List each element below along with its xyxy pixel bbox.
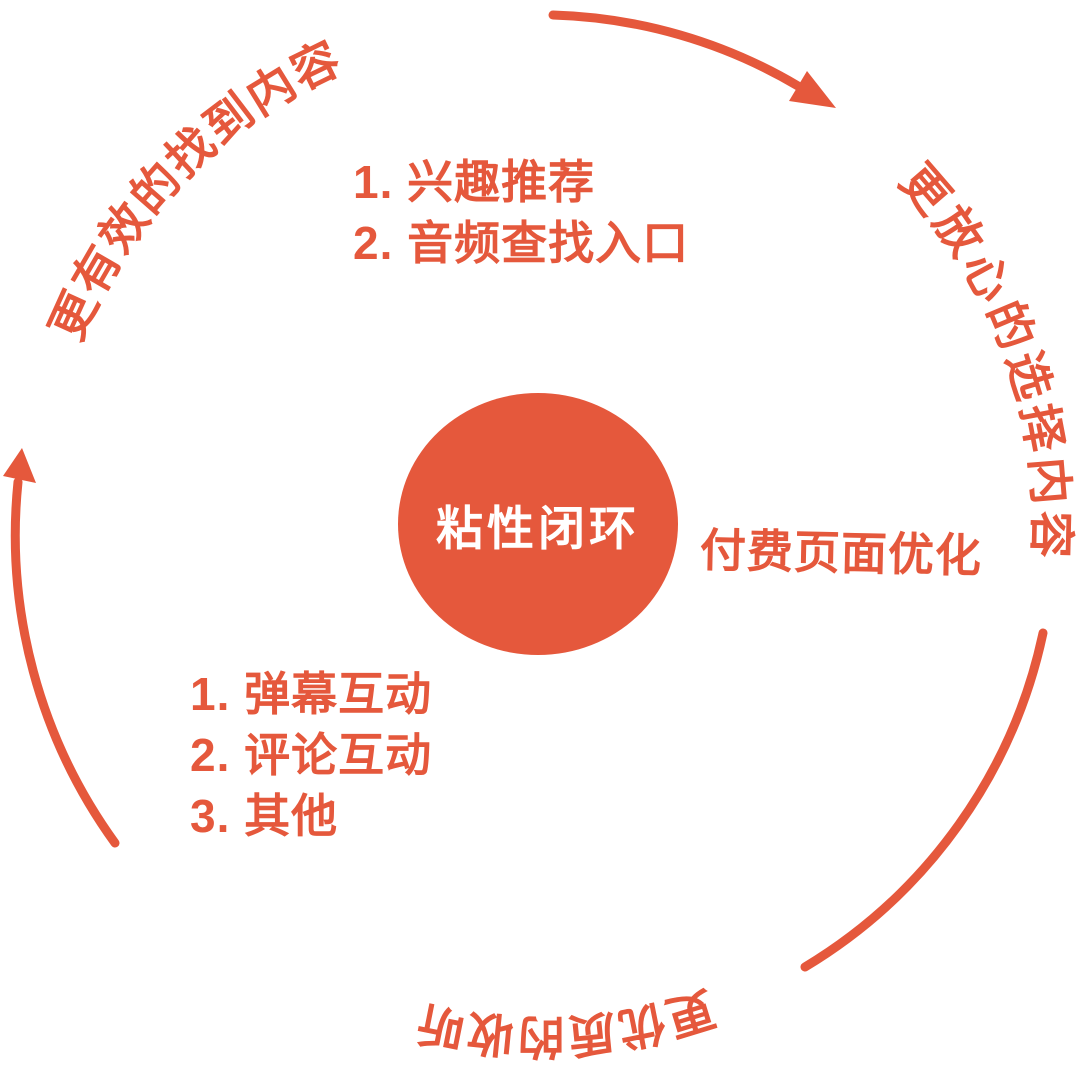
top-list: 1. 兴趣推荐 2. 音频查找入口 (353, 152, 689, 274)
top-list-item-1: 1. 兴趣推荐 (353, 156, 596, 208)
ring-text-bottom: 更优质的收听 (411, 981, 722, 1063)
ring-arc-left (10, 477, 120, 848)
center-circle: 粘性闭环 (398, 393, 678, 655)
arrowhead-top-icon (789, 71, 836, 108)
ring-text-right: 更放心的选择内容 (890, 154, 1078, 564)
arrowhead-left-icon (3, 448, 36, 483)
bottom-list-item-1: 1. 弹幕互动 (190, 668, 433, 720)
ring-arc-bottom-right (800, 628, 1048, 972)
bottom-list: 1. 弹幕互动 2. 评论互动 3. 其他 (190, 664, 432, 847)
center-label: 粘性闭环 (436, 501, 640, 555)
ring-arc-top (548, 10, 803, 91)
right-label: 付费页面优化 (699, 524, 983, 582)
bottom-list-item-2: 2. 评论互动 (190, 729, 433, 781)
ring-text-top-left: 更有效的找到内容 (40, 31, 350, 348)
top-list-item-2: 2. 音频查找入口 (353, 217, 690, 269)
bottom-list-item-3: 3. 其他 (190, 790, 339, 842)
